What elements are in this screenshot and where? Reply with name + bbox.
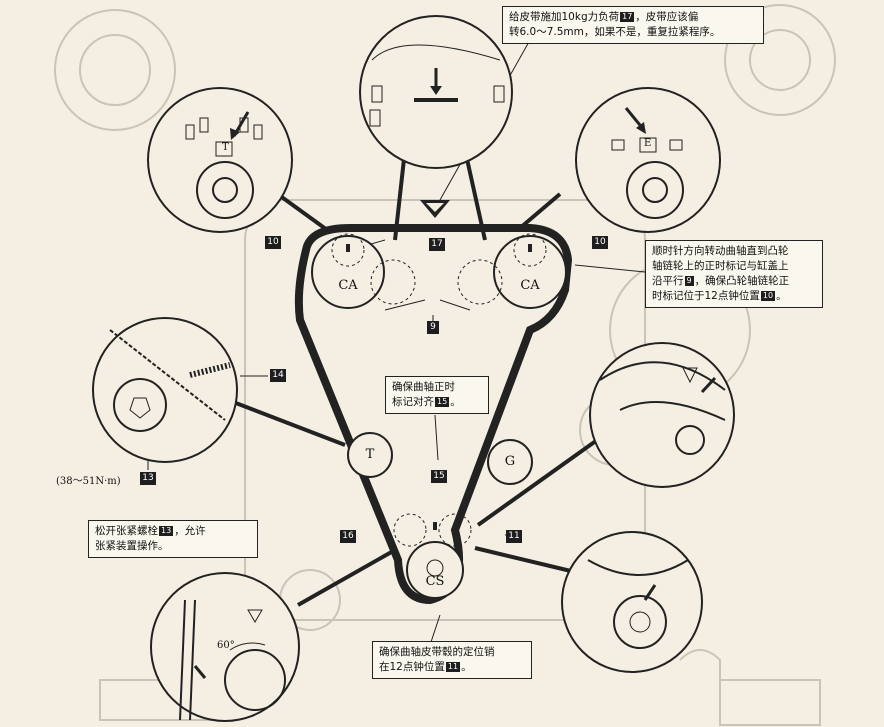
timing-belt xyxy=(294,224,573,605)
cam-pulley-right xyxy=(493,235,567,309)
note-pin-line2: 在12点钟位置 xyxy=(379,661,445,673)
crank-dash-circle-left xyxy=(393,513,427,547)
cam-right-dash-circle xyxy=(513,233,547,267)
cam-pulley-left xyxy=(311,235,385,309)
note-loosen-line1b: ，允许 xyxy=(174,525,206,537)
callout-11: 11 xyxy=(506,530,522,543)
callout-15: 15 xyxy=(431,470,447,483)
torque-spec: (38～51N·m) xyxy=(56,476,121,487)
note-tension-line1b: ，皮带应该偏 xyxy=(635,11,699,23)
pulley-label-crank: CS xyxy=(425,574,445,589)
cam-left-ref-circle xyxy=(370,259,416,305)
note-tension-tag: 17 xyxy=(620,12,635,22)
callout-14: 14 xyxy=(270,369,286,382)
crank-pulley xyxy=(406,541,464,599)
cam-right-ref-circle xyxy=(457,259,503,305)
note-crank-line1: 确保曲轴正时 xyxy=(392,381,455,393)
cam-left-mark xyxy=(346,244,350,252)
cam-left-mark-label: T xyxy=(222,142,229,153)
note-crank-line2: 标记对齐 xyxy=(392,396,434,408)
tensioner-pulley xyxy=(347,432,393,478)
note-rotate-line3b: ，确保凸轮轴链轮正 xyxy=(694,275,790,287)
callout-10-left: 10 xyxy=(265,236,281,249)
note-loosen-line1: 松开张紧螺栓 xyxy=(95,525,158,537)
note-rotate-line4: 时标记位于12点钟位置 xyxy=(652,290,760,302)
note-rotate-tag1: 9 xyxy=(684,276,694,286)
detail-crank-bottom-right xyxy=(561,531,703,673)
note-rotate-tag2: 10 xyxy=(760,291,776,301)
detail-crank-bottom-left xyxy=(150,572,300,722)
crank-dash-circle-right xyxy=(438,513,472,547)
note-loosen-tag: 13 xyxy=(159,526,174,536)
note-rotate-line2: 轴链轮上的正时标记与缸盖上 xyxy=(652,260,789,272)
callout-10-right: 10 xyxy=(592,236,608,249)
crank-mark xyxy=(433,522,437,530)
load-triangle-inner xyxy=(426,203,444,212)
angle-label: 60° xyxy=(217,640,235,651)
note-tension-line1: 给皮带施加10kg力负荷 xyxy=(509,11,620,23)
detail-cam-left xyxy=(147,87,293,233)
idler-pulley xyxy=(487,439,533,485)
pulley-label-ca-right: CA xyxy=(520,278,540,293)
note-loosen-line2: 张紧装置操作。 xyxy=(95,540,169,552)
callout-13: 13 xyxy=(140,472,156,485)
detail-tensioner xyxy=(92,317,238,463)
note-tension-line2: 转6.0～7.5mm，如果不是，重复拉紧程序。 xyxy=(509,26,721,38)
pulley-label-idler: G xyxy=(504,454,516,469)
pulley-label-tensioner: T xyxy=(365,447,375,462)
callout-17: 17 xyxy=(429,238,445,251)
note-rotate-line3: 沿平行 xyxy=(652,275,684,287)
callout-9: 9 xyxy=(427,321,439,334)
note-pin-line1: 确保曲轴皮带毂的定位销 xyxy=(379,646,495,658)
cam-right-mark-label: E xyxy=(644,138,652,149)
detail-cam-right xyxy=(575,87,721,233)
pulley-label-ca-left: CA xyxy=(338,278,358,293)
detail-cam-top xyxy=(359,15,513,169)
note-crank-tag: 15 xyxy=(435,397,450,407)
crank-hub xyxy=(426,559,444,577)
detail-crank-right xyxy=(589,342,735,488)
note-rotate-line1: 顺时针方向转动曲轴直到凸轮 xyxy=(652,245,789,257)
note-pin-tag: 11 xyxy=(445,662,461,672)
cam-left-dash-circle xyxy=(331,233,365,267)
callout-16: 16 xyxy=(340,530,356,543)
cam-right-mark xyxy=(528,244,532,252)
